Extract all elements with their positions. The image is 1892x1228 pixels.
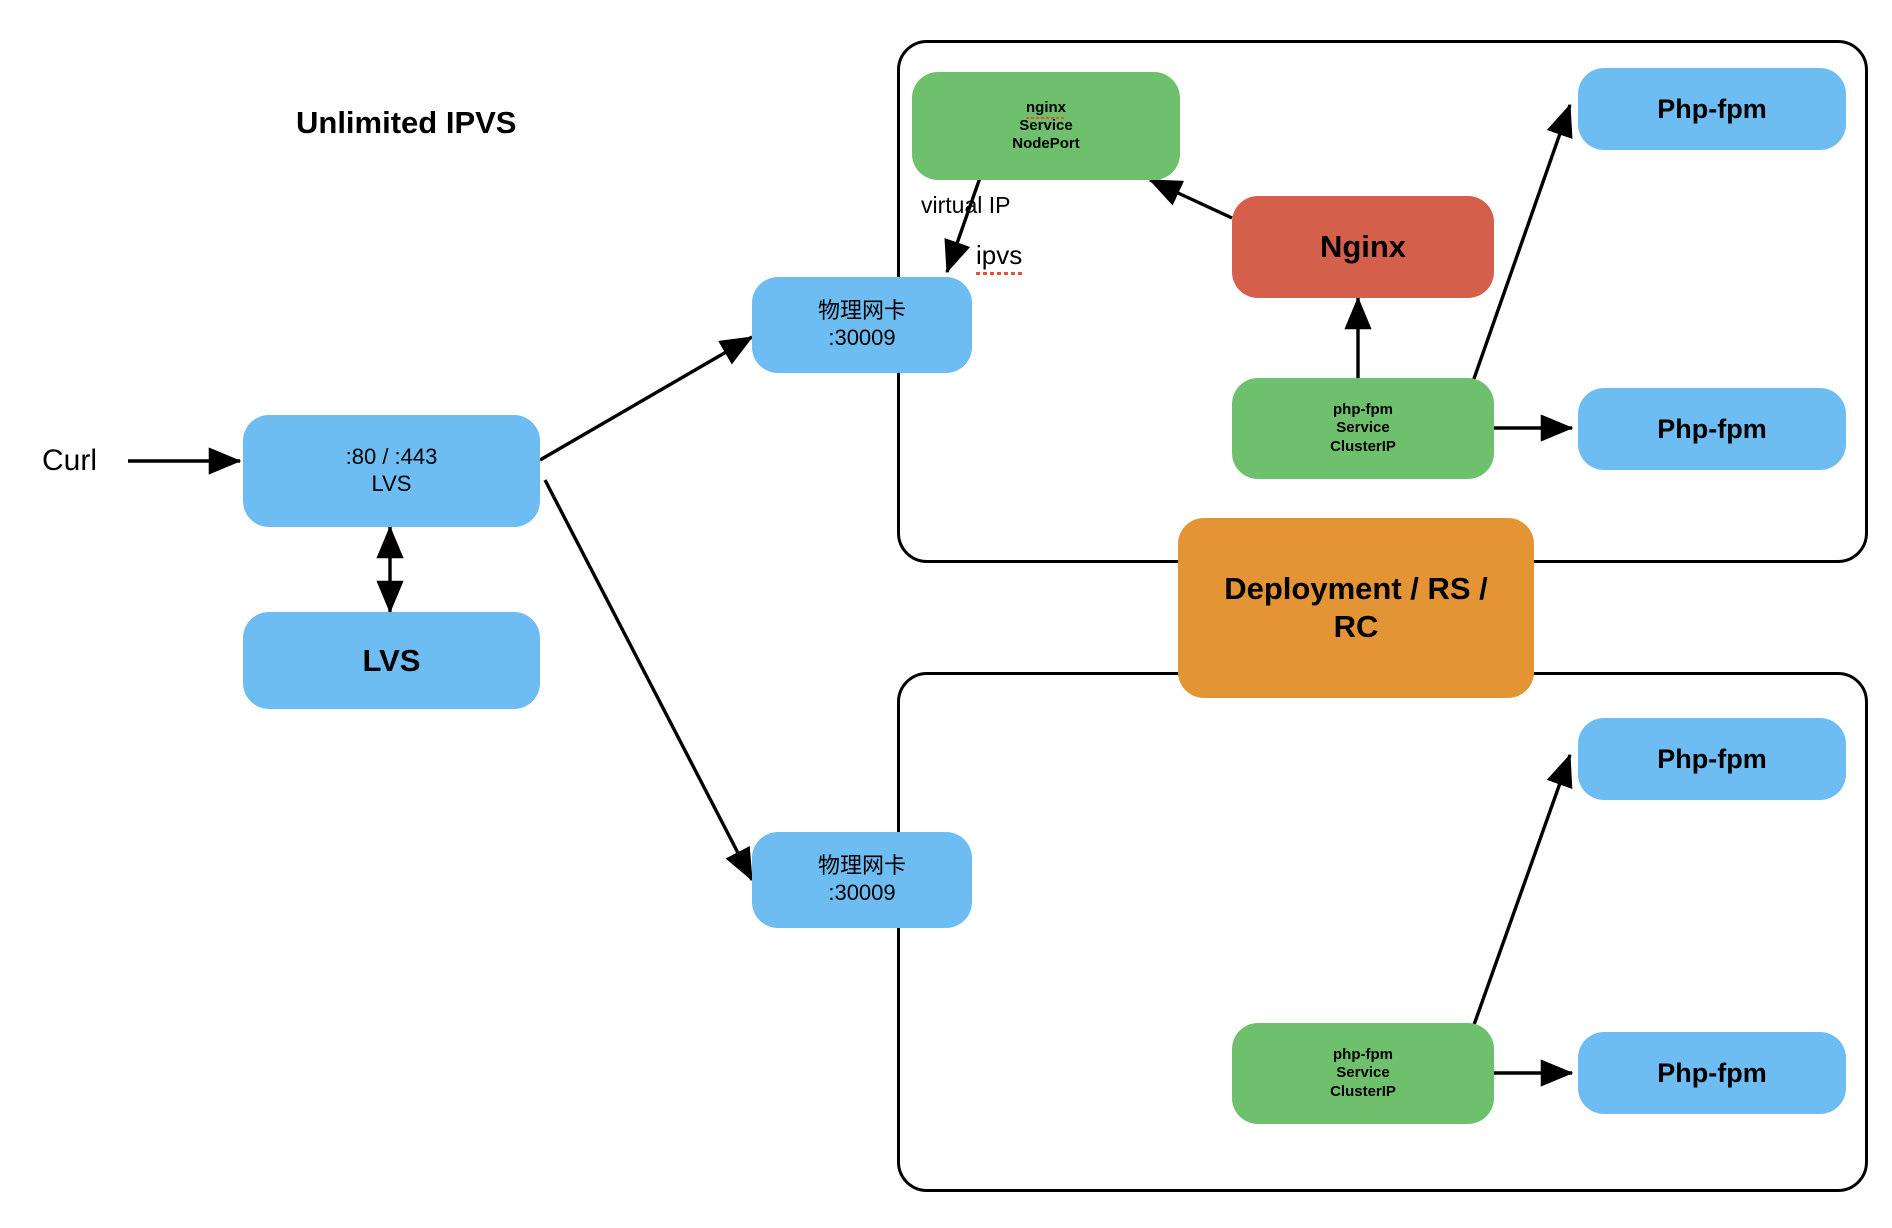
node-nic-bottom[interactable]: 物理网卡 :30009: [752, 832, 972, 928]
node-nginx-service-nodeport[interactable]: nginx Service NodePort: [912, 72, 1180, 180]
node-phpfpm-service-clusterip-top[interactable]: php-fpm Service ClusterIP: [1232, 378, 1494, 479]
edge-lvsvip-to-nic-bottom: [543, 479, 754, 882]
node-lvs[interactable]: LVS: [243, 612, 540, 709]
node-nginx-service-word: nginx: [1026, 98, 1066, 120]
node-php-fpm-top-1[interactable]: Php-fpm: [1578, 68, 1846, 150]
node-nginx-service-line2: Service: [1019, 116, 1073, 134]
node-php-fpm-top-2[interactable]: Php-fpm: [1578, 388, 1846, 470]
node-phpfpm-service-clusterip-bottom[interactable]: php-fpm Service ClusterIP: [1232, 1023, 1494, 1124]
node-nic-top[interactable]: 物理网卡 :30009: [752, 277, 972, 373]
node-lvs-vip[interactable]: :80 / :443 LVS: [243, 415, 540, 527]
edge-label-ipvs: ipvs: [976, 240, 1023, 275]
edge-label-virtual-ip: virtual IP: [921, 192, 1011, 218]
node-php-fpm-bottom-1[interactable]: Php-fpm: [1578, 718, 1846, 800]
edge-lvsvip-to-nic-top: [539, 335, 754, 462]
node-php-fpm-bottom-2[interactable]: Php-fpm: [1578, 1032, 1846, 1114]
node-nginx[interactable]: Nginx: [1232, 196, 1494, 298]
edge-label-ipvs-text: ipvs: [976, 240, 1023, 275]
node-nginx-service-line3: NodePort: [1012, 135, 1080, 153]
node-deployment-rs-rc[interactable]: Deployment / RS / RC: [1178, 518, 1534, 698]
node-curl: Curl: [42, 444, 98, 477]
diagram-title: Unlimited IPVS: [296, 105, 517, 140]
